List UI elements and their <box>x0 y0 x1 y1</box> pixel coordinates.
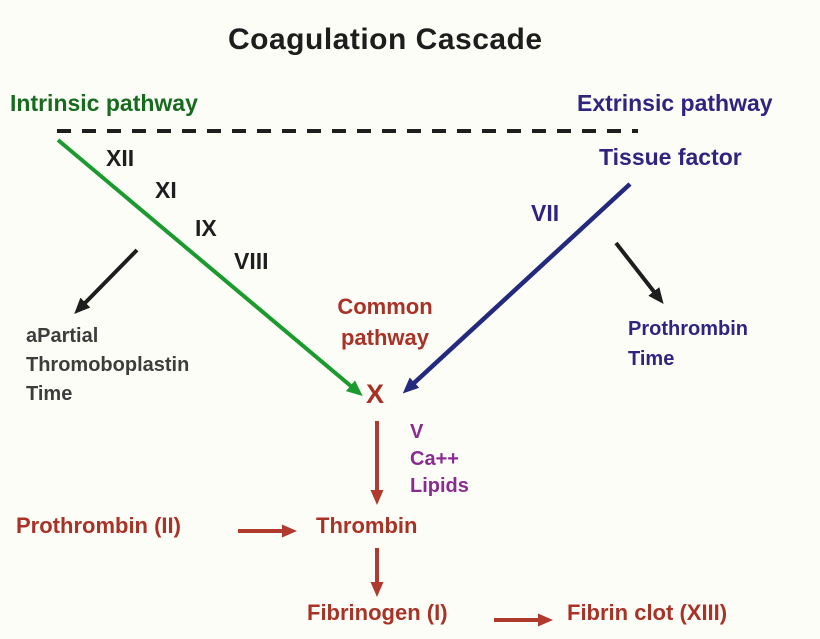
page-title: Coagulation Cascade <box>228 23 543 56</box>
factor-xi-label: XI <box>155 177 177 203</box>
aptt-test-arrow <box>74 248 139 314</box>
prothrombin-label: Prothrombin (II) <box>16 513 181 538</box>
cofactors-label: V Ca++ Lipids <box>410 421 469 497</box>
prothrombin-time-test-arrow <box>614 241 664 305</box>
common-pathway-label: Common pathway <box>337 294 433 350</box>
intrinsic-pathway-line <box>56 138 363 397</box>
extrinsic-pathway-label: Extrinsic pathway <box>577 90 773 116</box>
factor-ix-label: IX <box>195 215 217 241</box>
tissue-factor-label: Tissue factor <box>599 144 742 170</box>
thrombin-label: Thrombin <box>316 513 418 538</box>
intrinsic-pathway-label: Intrinsic pathway <box>10 90 198 116</box>
aptt-test-label: aPartial Thromoboplastin Time <box>26 325 190 405</box>
fibrinogen-label: Fibrinogen (I) <box>307 600 448 625</box>
extrinsic-pathway-line <box>402 182 632 394</box>
factor-xii-label: XII <box>106 145 135 171</box>
factor-x-label: X <box>366 379 385 409</box>
prothrombin-time-test-label: Prothrombin Time <box>628 318 748 370</box>
fibrin-clot-label: Fibrin clot (XIII) <box>567 600 728 625</box>
factor-viii-label: VIII <box>234 248 269 274</box>
factor-vii-label: VII <box>531 200 560 226</box>
